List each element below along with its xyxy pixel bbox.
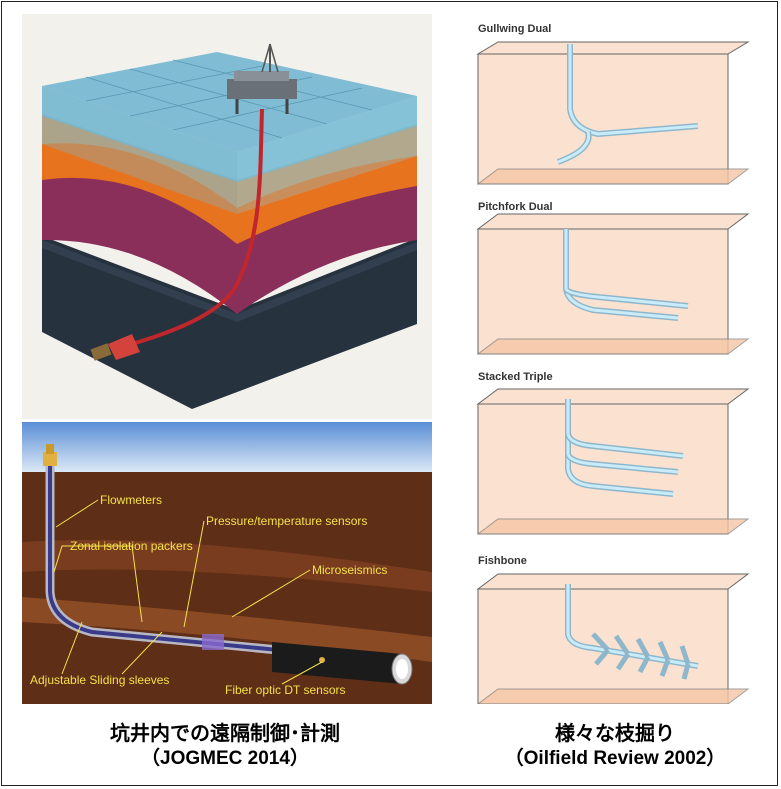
well-label-fishbone: Fishbone xyxy=(478,555,527,567)
box-pitchfork xyxy=(476,213,750,355)
sand-layer xyxy=(42,114,417,208)
magenta-layer xyxy=(42,176,417,314)
sky xyxy=(22,422,432,472)
multilateral-wells: Gullwing Dual Pitchfork Dual Stacked Tri… xyxy=(476,23,750,704)
box-fishbone xyxy=(476,573,750,704)
tubing-cutaway xyxy=(272,642,402,684)
label-microseismics: Microseismics xyxy=(312,563,387,577)
label-pressure-sensors: Pressure/temperature sensors xyxy=(206,514,367,528)
wellhead-icon xyxy=(43,444,57,466)
label-fiber-sensors: Fiber optic DT sensors xyxy=(225,683,346,697)
right-caption: 様々な枝掘り （Oilfield Review 2002） xyxy=(455,720,775,772)
smart-completion-diagram: Flowmeters Pressure/temperature sensors … xyxy=(22,422,432,704)
well-label-gullwing: Gullwing Dual xyxy=(478,23,551,35)
left-caption: 坑井内での遠隔制御･計測 （JOGMEC 2014） xyxy=(20,720,430,772)
orange-layer xyxy=(42,141,417,244)
left-caption-source: （JOGMEC 2014） xyxy=(141,748,309,769)
well-label-stacked: Stacked Triple xyxy=(478,371,553,383)
label-flowmeters: Flowmeters xyxy=(100,493,162,507)
well-label-pitchfork: Pitchfork Dual xyxy=(478,201,553,213)
box-stacked xyxy=(476,388,750,535)
platform-icon xyxy=(227,43,297,114)
right-caption-title: 様々な枝掘り xyxy=(555,721,675,745)
left-caption-title: 坑井内での遠隔制御･計測 xyxy=(110,721,340,745)
water-front xyxy=(42,86,417,182)
offshore-block-diagram xyxy=(22,14,432,419)
right-caption-source: （Oilfield Review 2002） xyxy=(504,748,726,769)
label-sliding-sleeves: Adjustable Sliding sleeves xyxy=(30,673,169,687)
sea-surface xyxy=(42,52,417,152)
box-gullwing xyxy=(476,41,750,185)
drill-bit-icon xyxy=(90,334,140,361)
well-trajectory xyxy=(131,108,264,346)
packer-icon xyxy=(202,634,224,650)
